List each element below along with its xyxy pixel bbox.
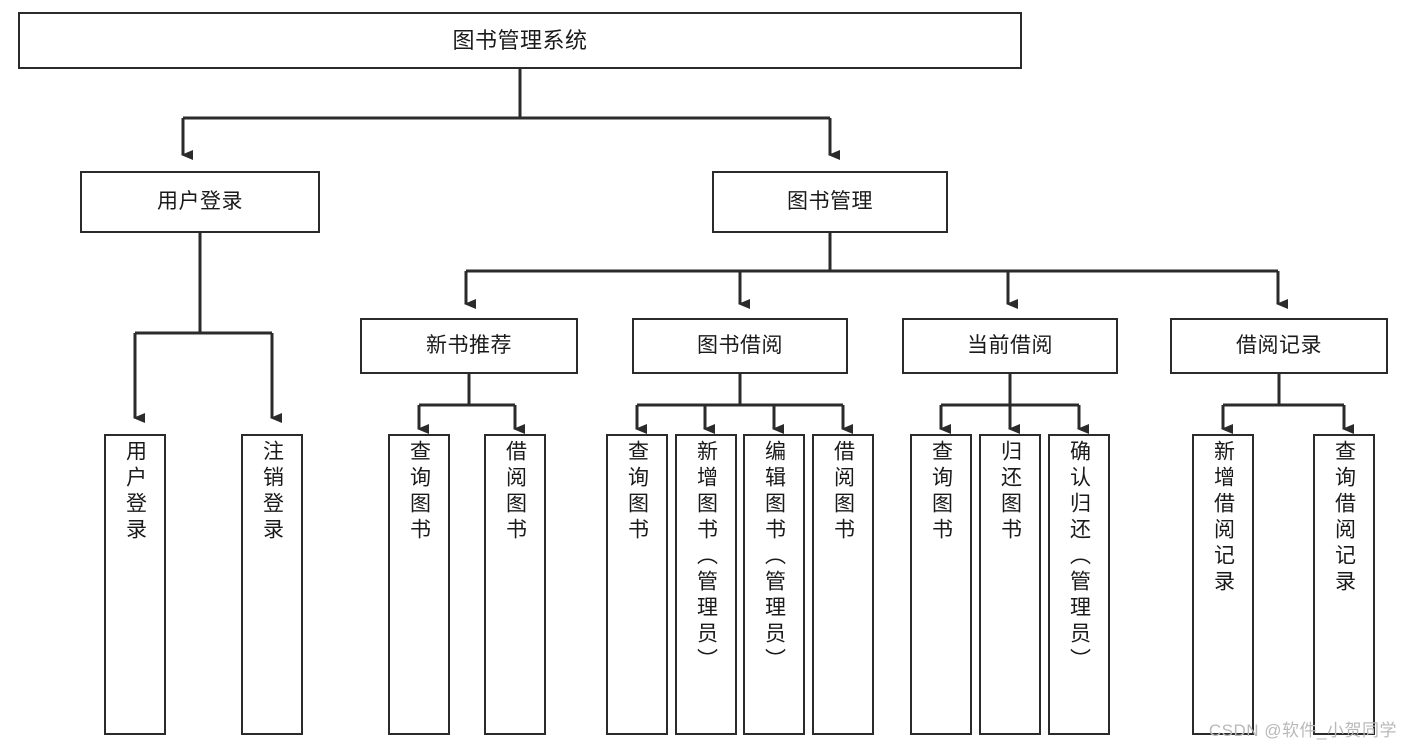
node-label: 图书管理系统	[452, 27, 588, 53]
node-root-system[interactable]: 图书管理系统	[18, 12, 1022, 69]
node-label: 查询图书	[625, 440, 649, 544]
leaf-current-return-book[interactable]: 归还图书	[979, 434, 1041, 735]
leaf-logout[interactable]: 注销登录	[241, 434, 303, 735]
node-label: 当前借阅	[967, 333, 1053, 357]
node-current-borrow[interactable]: 当前借阅	[902, 318, 1118, 374]
leaf-current-confirm-return[interactable]: 确认归还（管理员）	[1048, 434, 1110, 735]
leaf-record-query[interactable]: 查询借阅记录	[1313, 434, 1375, 735]
leaf-current-query-book[interactable]: 查询图书	[910, 434, 972, 735]
node-label: 借阅图书	[503, 440, 527, 544]
node-label: 查询借阅记录	[1332, 440, 1356, 596]
node-label: 查询图书	[929, 440, 953, 544]
leaf-borrow-borrow-book[interactable]: 借阅图书	[812, 434, 874, 735]
node-user-login[interactable]: 用户登录	[80, 171, 320, 233]
node-label: 确认归还（管理员）	[1067, 440, 1091, 674]
node-book-management[interactable]: 图书管理	[712, 171, 948, 233]
node-book-borrow[interactable]: 图书借阅	[632, 318, 848, 374]
node-label: 图书借阅	[697, 333, 783, 357]
node-label: 编辑图书（管理员）	[762, 440, 786, 674]
node-label: 借阅图书	[831, 440, 855, 544]
node-label: 用户登录	[123, 440, 147, 544]
leaf-borrow-query-book[interactable]: 查询图书	[606, 434, 668, 735]
leaf-record-add[interactable]: 新增借阅记录	[1192, 434, 1254, 735]
leaf-borrow-add-book[interactable]: 新增图书（管理员）	[675, 434, 737, 735]
leaf-recommend-query-book[interactable]: 查询图书	[388, 434, 450, 735]
node-label: 借阅记录	[1236, 333, 1322, 357]
node-label: 用户登录	[157, 189, 243, 213]
node-label: 新书推荐	[426, 333, 512, 357]
node-new-book-recommend[interactable]: 新书推荐	[360, 318, 578, 374]
node-label: 图书管理	[787, 189, 873, 213]
node-borrow-records[interactable]: 借阅记录	[1170, 318, 1388, 374]
node-label: 归还图书	[998, 440, 1022, 544]
node-label: 注销登录	[260, 440, 284, 544]
leaf-user-login[interactable]: 用户登录	[104, 434, 166, 735]
leaf-borrow-edit-book[interactable]: 编辑图书（管理员）	[743, 434, 805, 735]
node-label: 新增借阅记录	[1211, 440, 1235, 596]
node-label: 新增图书（管理员）	[694, 440, 718, 674]
node-label: 查询图书	[407, 440, 431, 544]
leaf-recommend-borrow-book[interactable]: 借阅图书	[484, 434, 546, 735]
